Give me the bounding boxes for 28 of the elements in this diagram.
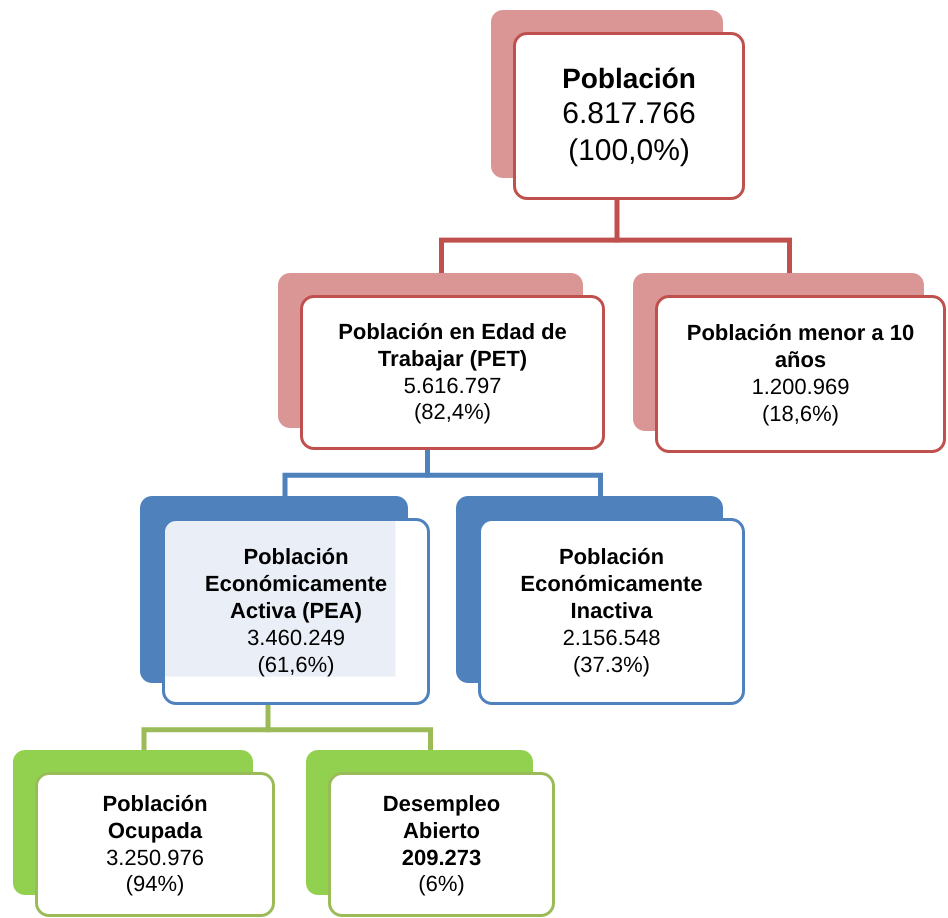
node-text: 2.156.548	[562, 624, 660, 652]
node-text: (94%)	[126, 871, 184, 898]
node-title: Población	[562, 62, 696, 96]
node-text: 6.817.766	[562, 96, 696, 132]
node-title: Población Económicamente Inactiva	[519, 544, 704, 625]
node-text: (6%)	[418, 871, 465, 898]
node-title: Población en Edad de Trabajar (PET)	[337, 318, 568, 372]
node-text: 3.460.249	[247, 624, 345, 652]
node-text: (82,4%)	[414, 399, 492, 426]
node-title: Población Ocupada	[101, 790, 209, 844]
process-box	[13, 750, 275, 917]
node-text: 1.200.969	[752, 374, 850, 401]
node-text: 3.250.976	[106, 844, 204, 872]
process-box	[140, 496, 430, 705]
process-box	[491, 10, 745, 200]
node-text: (37.3%)	[572, 652, 650, 679]
node-text: (61,6%)	[257, 652, 335, 679]
node-text: (18,6%)	[762, 400, 840, 428]
node-text: 209.273	[402, 844, 482, 872]
process-box	[456, 496, 745, 705]
node-text: 5.616.797	[404, 372, 502, 400]
node-title: Población menor a 10 años	[686, 320, 916, 374]
process-box	[278, 273, 605, 450]
process-box	[306, 750, 555, 917]
node-title: Desempleo Abierto	[382, 790, 502, 844]
node-text: (100,0%)	[568, 133, 690, 170]
process-box	[633, 273, 946, 453]
node-title: Población Económicamente Activa (PEA)	[204, 544, 388, 625]
